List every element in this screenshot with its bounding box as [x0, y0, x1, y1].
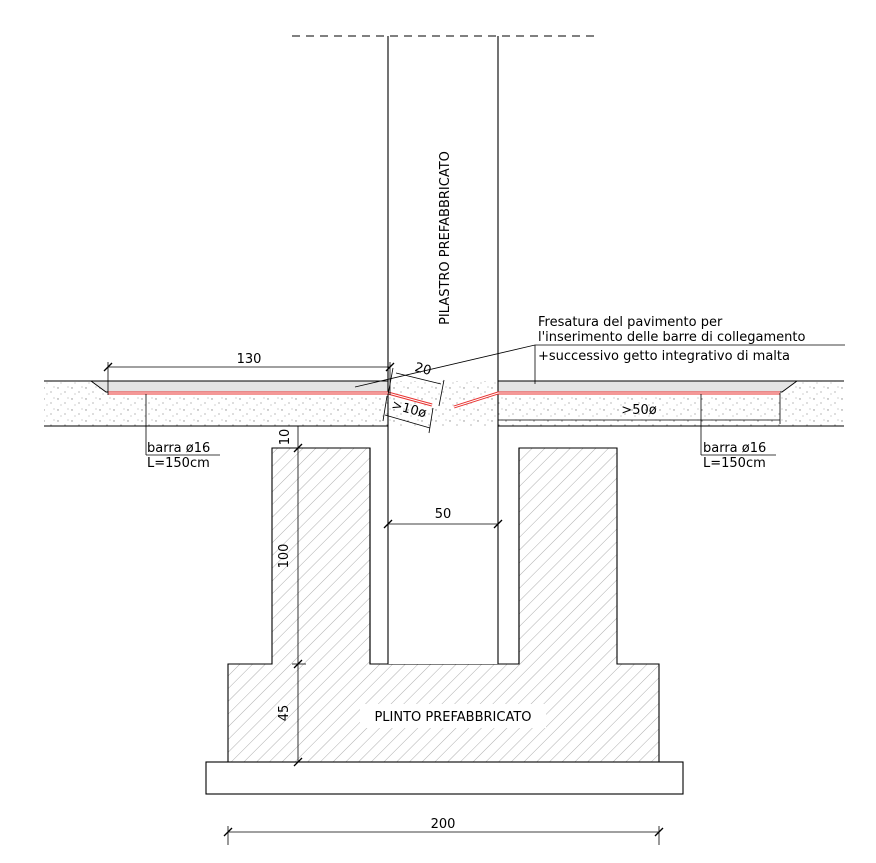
left-bar-leader	[145, 394, 220, 456]
milled-channel-left	[89, 380, 389, 393]
milled-channel-right	[497, 380, 799, 393]
right-bar-leader	[700, 394, 776, 456]
dim-50phi-text: >50ø	[621, 403, 656, 418]
dimension-200: 200	[223, 817, 664, 845]
dim-100-text: 100	[277, 544, 292, 569]
dim-20-text: 20	[413, 360, 433, 379]
prefab-column	[292, 35, 598, 664]
note-line-2: l'inserimento delle barre di collegament…	[538, 330, 806, 345]
dimension-130: 130	[103, 352, 395, 395]
dimension-20: 20	[387, 360, 445, 407]
rebar-right	[453, 391, 780, 409]
dimension-100: 100	[277, 443, 306, 669]
dim-50-text: 50	[435, 507, 452, 522]
dim-10-text: 10	[278, 429, 293, 446]
dim-130-text: 130	[237, 352, 262, 367]
dimension-50phi: >50ø	[498, 393, 781, 424]
note-line-1: Fresatura del pavimento per	[538, 315, 723, 330]
column-label: PILASTRO PREFABBRICATO	[438, 151, 453, 325]
note-line-3: +successivo getto integrativo di malta	[538, 349, 790, 364]
dim-200-text: 200	[431, 817, 456, 832]
note-leader	[354, 344, 845, 388]
dimension-10: 10	[278, 425, 388, 449]
dimension-45: 45	[277, 664, 303, 767]
base-slab	[205, 761, 684, 795]
dimension-50: 50	[383, 507, 503, 529]
left-bar-name: barra ø16	[147, 441, 210, 456]
right-bar-name: barra ø16	[703, 441, 766, 456]
plinth-label: PLINTO PREFABBRICATO	[374, 710, 531, 725]
left-bar-length: L=150cm	[147, 456, 210, 471]
dim-45-text: 45	[277, 705, 292, 722]
right-bar-length: L=150cm	[703, 456, 766, 471]
plinth	[227, 447, 660, 763]
